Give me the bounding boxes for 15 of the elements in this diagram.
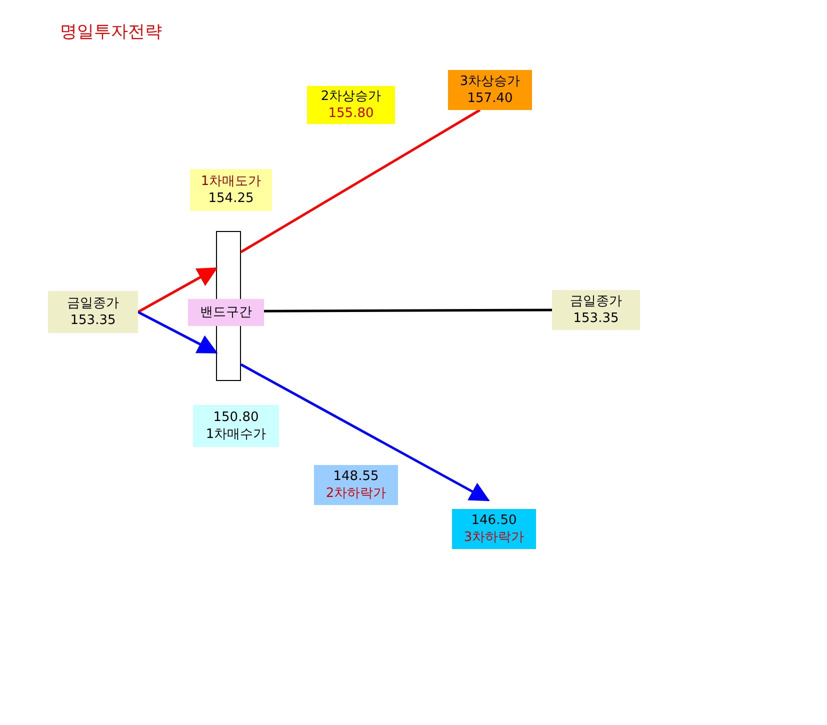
price-box: 3차상승가 157.40 <box>448 70 532 110</box>
price-box: 금일종가 153.35 <box>552 290 640 330</box>
arrow <box>137 267 218 314</box>
connector-line <box>240 108 481 254</box>
connector-line <box>264 308 552 312</box>
band-label-box: 밴드구간 <box>188 299 264 326</box>
title: 명일투자전략 <box>60 21 162 43</box>
arrow <box>137 310 218 354</box>
price-box: 2차상승가 155.80 <box>307 86 395 124</box>
price-box: 148.55 2차하락가 <box>314 465 398 505</box>
price-box: 1차매도가 154.25 <box>190 169 272 211</box>
price-box: 146.50 3차하락가 <box>452 509 536 549</box>
price-box: 150.80 1차매수가 <box>193 405 279 447</box>
arrow <box>240 363 490 502</box>
price-box: 금일종가 153.35 <box>48 291 138 333</box>
